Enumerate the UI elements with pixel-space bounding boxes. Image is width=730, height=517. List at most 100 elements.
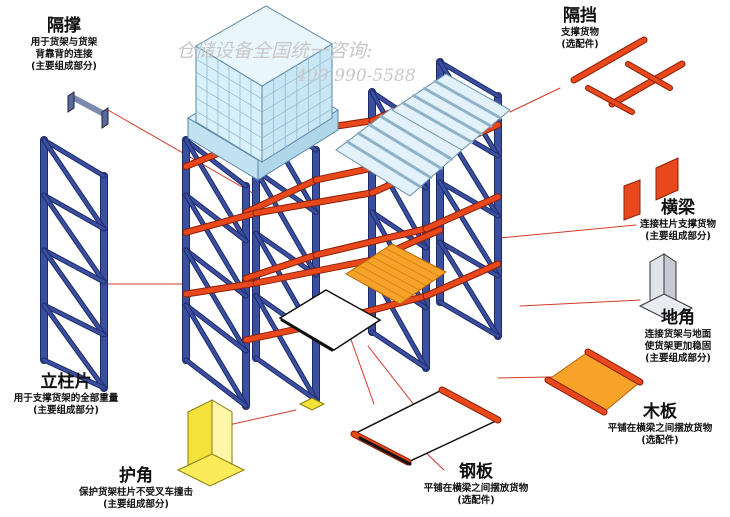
plate-shadow [358, 436, 412, 466]
pallet-support-bar [570, 36, 686, 115]
label-desc: 用于支撑货架的全部重量 [13, 393, 119, 405]
frame-brace [184, 193, 248, 243]
label-title: 地角 [661, 308, 695, 328]
frame-brace [42, 193, 106, 231]
column-guard-part [176, 397, 326, 487]
label-desc: (主要组成部分) [645, 353, 711, 364]
frame-brace [438, 300, 500, 338]
mesh-line [385, 247, 440, 277]
label-title: 横梁 [661, 198, 695, 218]
label-desc: 支撑货物 [560, 27, 599, 39]
beam [253, 257, 375, 286]
frame-diagonal [438, 240, 500, 338]
deck-edge [545, 377, 607, 415]
mesh-line [378, 252, 434, 282]
label-title: 隔挡 [563, 6, 597, 26]
frame-diagonal [254, 294, 318, 402]
label-gedang: 隔挡 支撑货物 (选配件) [538, 6, 622, 51]
label-desc: 用于货架与货架 [30, 37, 98, 49]
pallet-slat [368, 123, 443, 170]
frame-diagonal [42, 303, 106, 390]
label-desc: 使货架更加稳固 [644, 341, 712, 353]
rack-drawing [40, 5, 694, 487]
label-desc: (选配件) [561, 39, 599, 51]
plate-edge [280, 318, 334, 352]
label-desc: (主要组成部分) [103, 499, 169, 511]
frame-diagonal [184, 138, 248, 243]
support-rail [609, 61, 685, 107]
steel-plate [352, 389, 500, 463]
label-desc: 平铺在横梁之间摆放货物 [607, 423, 713, 435]
label-desc: 连接柱片支撑货物 [639, 219, 716, 231]
label-title: 隔撑 [47, 16, 81, 36]
label-gecheng: 隔撑 用于货架与货架 背靠背的连接 (主要组成部分) [14, 16, 114, 73]
pallet-slat [345, 140, 422, 189]
beam-end-plate [655, 157, 679, 201]
frame-brace [438, 60, 500, 98]
label-desc: (选配件) [641, 435, 679, 447]
frame-brace [254, 356, 318, 402]
plate-edge [439, 387, 501, 423]
pallet-slat [422, 86, 493, 128]
beam [183, 210, 259, 235]
frame-diagonal [184, 303, 248, 408]
label-muban: 木板 平铺在横梁之间摆放货物 (选配件) [596, 402, 724, 447]
label-hengliang: 横梁 连接柱片支撑货物 (主要组成部分) [630, 198, 726, 243]
mesh-line [358, 265, 414, 296]
frame-brace [370, 330, 428, 370]
frame-diagonal [42, 138, 106, 231]
label-huijiao: 护角 保护货架柱片不受叉车撞击 (主要组成部分) [66, 466, 206, 511]
base-plate-part [638, 253, 694, 321]
label-gangban: 钢板 平铺在横梁之间摆放货物 (选配件) [412, 462, 540, 507]
mesh-deck-installed [345, 243, 447, 305]
base-foot [638, 293, 694, 321]
pallet-slat [379, 114, 454, 161]
pallet-load [187, 5, 339, 181]
installed-guard [298, 397, 326, 411]
beam [423, 194, 501, 232]
beam-end-plate [623, 179, 641, 221]
frame-brace [42, 138, 106, 178]
beam [313, 226, 429, 258]
frame-brace [184, 303, 248, 353]
upright-frame [182, 136, 250, 410]
guard-base [176, 453, 246, 487]
pallet-deck [391, 73, 511, 151]
label-lizhupian: 立柱片 用于支撑货架的全部重量 (主要组成部分) [4, 372, 128, 417]
steel-plate-part [350, 386, 502, 466]
mesh-line [365, 260, 421, 291]
watermark-text: 仓储设备全国统一咨询: [176, 40, 373, 62]
leader-line [499, 224, 637, 239]
mesh-line [352, 269, 407, 300]
beam [183, 280, 259, 297]
label-title: 钢板 [459, 462, 493, 482]
frame-diagonal [42, 193, 106, 284]
label-desc: (主要组成部分) [645, 231, 711, 243]
pallet-slat [401, 101, 474, 144]
label-desc: (主要组成部分) [31, 61, 97, 72]
leader-line [519, 299, 641, 307]
beam [253, 190, 375, 216]
frame-brace [184, 138, 248, 188]
label-desc: 连接货架与地面 [644, 329, 712, 341]
spacer-part [67, 91, 109, 129]
frame-brace [42, 248, 106, 284]
mesh-line [371, 256, 427, 287]
label-title: 立柱片 [40, 372, 92, 392]
frame-diagonal [438, 180, 500, 278]
label-title: 木板 [643, 402, 677, 422]
frame-brace [438, 180, 500, 218]
spacer-plate [67, 91, 75, 113]
label-desc: 背靠背的连接 [35, 49, 93, 61]
pallet-decks [335, 73, 511, 197]
beam [243, 177, 319, 215]
label-desc: 平铺在横梁之间摆放货物 [423, 483, 529, 495]
support-rail [571, 37, 647, 83]
beam [423, 261, 501, 299]
frame-diagonal [184, 248, 248, 353]
support-cross [586, 86, 634, 114]
spacer-plate [101, 107, 109, 129]
label-title: 护角 [119, 466, 153, 486]
pallet-slat [356, 131, 433, 180]
